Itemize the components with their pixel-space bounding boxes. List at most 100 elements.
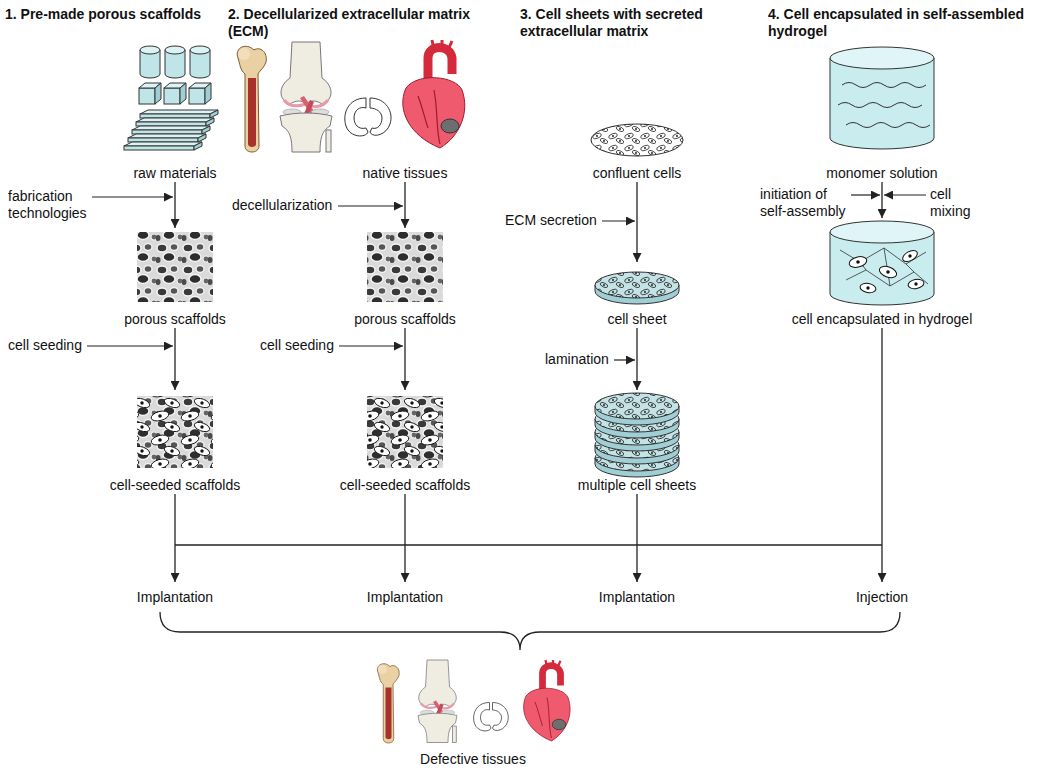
raw-materials-art-part	[132, 126, 210, 130]
tissue-node: native tissues	[228, 40, 473, 182]
tissue-art-part	[418, 660, 457, 743]
raw-materials-art-part	[140, 114, 210, 118]
flow-arrow	[636, 328, 637, 390]
scaffold-art-part	[367, 396, 443, 468]
flow-arrow	[174, 182, 175, 228]
column-heading-box: 2. Decellularized extracellular matrix (…	[228, 6, 472, 40]
node-caption: Implantation	[367, 589, 443, 606]
material-node: raw materials	[115, 42, 235, 182]
scaffold-node: cell-seeded scaffolds	[107, 390, 243, 494]
cell-sheet-art	[591, 124, 683, 477]
caption-group: Implantation	[599, 589, 675, 606]
tissue-art-part	[345, 98, 391, 136]
flow-arrow	[404, 182, 405, 228]
flow-arrow	[404, 328, 405, 390]
caption-group: multiple cell sheets	[578, 477, 696, 494]
raw-materials-art-part	[198, 134, 206, 142]
column-heading-box: 1. Pre-made porous scaffolds	[5, 6, 203, 23]
raw-materials-art-part	[202, 126, 210, 134]
caption-group: Injection	[856, 589, 908, 606]
hydrogel-art-part	[848, 255, 868, 269]
scaffold-node: porous scaffolds	[121, 228, 229, 328]
pointer-arrow	[614, 359, 635, 360]
tissue-art-part	[524, 660, 570, 741]
hydrogel-node: cell encapsulated in hydrogel	[789, 218, 976, 328]
step-label-box: cell mixing	[930, 186, 972, 220]
tissue-art-part	[474, 703, 509, 731]
cell-sheet-art-part	[591, 124, 683, 156]
cell-node: confluent cells	[585, 118, 690, 182]
hydrogel-art-part	[859, 282, 876, 294]
bus-line	[175, 544, 882, 545]
node-caption: porous scaffolds	[124, 311, 226, 328]
node-caption: multiple cell sheets	[578, 477, 696, 494]
raw-materials-art-part	[206, 118, 214, 126]
scaffold-art-part	[367, 396, 443, 468]
step-node: Implantation	[360, 582, 450, 606]
caption-group: cell encapsulated in hydrogel	[792, 311, 973, 328]
hydrogel-art-part	[908, 254, 911, 257]
raw-materials-art-part	[139, 88, 155, 104]
caption-group: Implantation	[367, 589, 443, 606]
cell-sheet-art-part	[595, 272, 679, 298]
hydrogel-art-part	[878, 264, 898, 280]
caption-group: confluent cells	[593, 165, 682, 182]
flow-arrow	[881, 182, 882, 218]
caption-group: porous scaffolds	[354, 311, 456, 328]
column-heading: 3. Cell sheets with secreted extracellul…	[520, 6, 703, 39]
hydrogel-art-part	[901, 248, 919, 264]
scaffold-art-part	[137, 232, 213, 302]
pointer-arrow	[602, 220, 635, 221]
hydrogel-art-part	[830, 221, 934, 243]
step-label-box: cell seeding	[260, 337, 335, 354]
curly-brace	[160, 612, 900, 650]
node-caption: native tissues	[363, 165, 448, 182]
caption-group: raw materials	[133, 165, 216, 182]
step-label-box: initiation of self-assembly	[760, 186, 847, 220]
cell-sheet-art-part	[591, 124, 683, 156]
tissue-art-part	[403, 40, 465, 148]
scaffold-node: cell-seeded scaffolds	[337, 390, 473, 494]
step-node: Injection	[845, 582, 920, 606]
hydrogel-art-part	[838, 103, 922, 108]
step-label: cell mixing	[930, 186, 970, 219]
scaffold-art	[137, 232, 443, 468]
scaffold-art-part	[137, 396, 213, 468]
flow-arrow	[636, 182, 637, 262]
cell-sheet-art-part	[595, 393, 679, 419]
raw-materials-art-part	[194, 142, 202, 150]
step-label: decellularization	[232, 197, 332, 213]
hydrogel-art-part	[907, 278, 924, 290]
raw-materials-art-part	[164, 88, 180, 104]
raw-materials-art-part	[136, 118, 214, 122]
node-caption: monomer solution	[826, 165, 937, 182]
hydrogel-node: monomer solution	[822, 42, 942, 182]
node-caption: porous scaffolds	[354, 311, 456, 328]
hydrogel-art-part	[830, 47, 934, 69]
pointer-arrow	[92, 196, 173, 197]
hydrogel-art-part	[914, 282, 917, 285]
caption-group: Defective tissues	[420, 751, 526, 768]
node-caption: Injection	[856, 589, 908, 606]
caption-group: monomer solution	[826, 165, 937, 182]
raw-materials-art-part	[136, 122, 206, 126]
raw-materials-art-part	[205, 83, 211, 104]
node-caption: raw materials	[133, 165, 216, 182]
tissue-art-part	[280, 42, 332, 152]
tissue-art-part	[377, 664, 399, 743]
step-label-box: ECM secretion	[505, 212, 598, 229]
raw-materials-art-part	[180, 83, 186, 104]
node-caption: cell-seeded scaffolds	[110, 477, 240, 494]
raw-materials-art-part	[132, 130, 202, 134]
cell-sheet-art-part	[595, 393, 679, 419]
pointer-arrow	[339, 345, 403, 346]
hydrogel-art-part	[846, 123, 930, 128]
column-heading: 4. Cell encapsulated in self-assembled h…	[768, 6, 1024, 39]
scaffold-art-part	[367, 232, 443, 302]
raw-materials-art-part	[140, 110, 218, 114]
cell-sheet-art-part	[595, 272, 679, 298]
caption-group: cell-seeded scaffolds	[110, 477, 240, 494]
raw-materials-art-part	[124, 142, 202, 146]
